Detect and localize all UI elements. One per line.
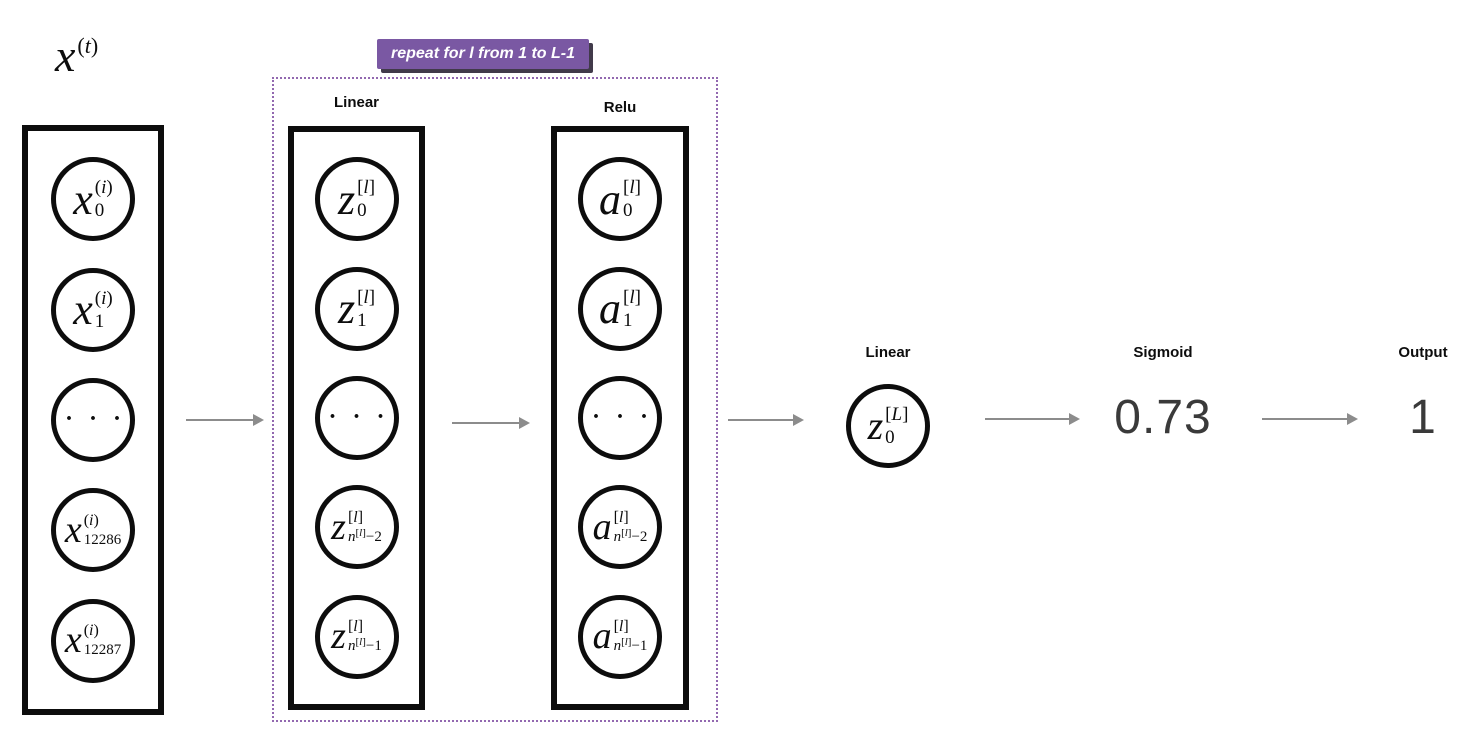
input-node-0: x(i)0 <box>51 157 135 242</box>
input-column: x(i)0 x(i)1 · · · x(i)12286 x(i)12287 <box>22 125 164 715</box>
repeat-banner: repeat for l from 1 to L-1 <box>377 39 590 69</box>
linear-node-3: z[l]n[l]−2 <box>314 485 399 570</box>
node-label: z[l]1 <box>337 283 376 333</box>
node-label: a[l]1 <box>599 283 641 333</box>
sigmoid-value: 0.73 <box>1114 391 1212 444</box>
linear-label: Linear <box>333 94 379 111</box>
node-label: a[l]0 <box>599 174 641 224</box>
sigmoid-label: Sigmoid <box>1133 344 1193 361</box>
output-value: 1 <box>1409 391 1437 444</box>
ellipsis: · · · <box>591 404 653 431</box>
input-vector-title: x(t) <box>55 30 99 81</box>
linear-column: z[l]0 z[l]1 · · · z[l]n[l]−2 z[l]n[l]−1 <box>288 126 425 710</box>
output-label: Output <box>1398 344 1448 361</box>
node-label: x(i)12286 <box>64 509 122 552</box>
flow-arrow-linear-to-relu <box>452 417 530 429</box>
node-label: z[l]0 <box>337 174 376 224</box>
relu-node-2: · · · <box>578 375 662 460</box>
linear-node-1: z[l]1 <box>314 266 399 351</box>
relu-column: a[l]0 a[l]1 · · · a[l]n[l]−2 a[l]n[l]−1 <box>551 126 689 710</box>
relu-node-4: a[l]n[l]−1 <box>578 594 662 679</box>
flow-arrow-repeat-to-final-linear <box>728 414 804 426</box>
node-label: x(i)12287 <box>64 619 122 662</box>
node-label: x(i)1 <box>73 284 113 334</box>
flow-arrow-linear-to-sigmoid <box>985 413 1080 425</box>
ellipsis: · · · <box>328 404 390 431</box>
final-linear-label: Linear <box>865 344 911 361</box>
node-label: a[l]n[l]−2 <box>592 506 648 549</box>
input-node-3: x(i)12286 <box>51 488 135 573</box>
node-label: x(i)0 <box>73 174 113 224</box>
input-node-4: x(i)12287 <box>51 598 135 683</box>
final-node-label: z[L]0 <box>867 403 909 448</box>
linear-node-0: z[l]0 <box>314 157 399 242</box>
input-node-1: x(i)1 <box>51 267 135 352</box>
linear-node-2: · · · <box>314 375 399 460</box>
final-linear-node: z[L]0 <box>846 384 930 468</box>
relu-node-1: a[l]1 <box>578 266 662 351</box>
ellipsis: · · · <box>64 406 126 433</box>
relu-label: Relu <box>603 99 637 116</box>
flow-arrow-sigmoid-to-output <box>1262 413 1358 425</box>
relu-node-0: a[l]0 <box>578 157 662 242</box>
node-label: a[l]n[l]−1 <box>592 615 648 658</box>
flow-arrow-input-to-repeat <box>186 414 264 426</box>
input-node-2: · · · <box>51 377 135 462</box>
node-label: z[l]n[l]−2 <box>331 506 382 549</box>
linear-node-4: z[l]n[l]−1 <box>314 594 399 679</box>
relu-node-3: a[l]n[l]−2 <box>578 485 662 570</box>
node-label: z[l]n[l]−1 <box>331 615 382 658</box>
